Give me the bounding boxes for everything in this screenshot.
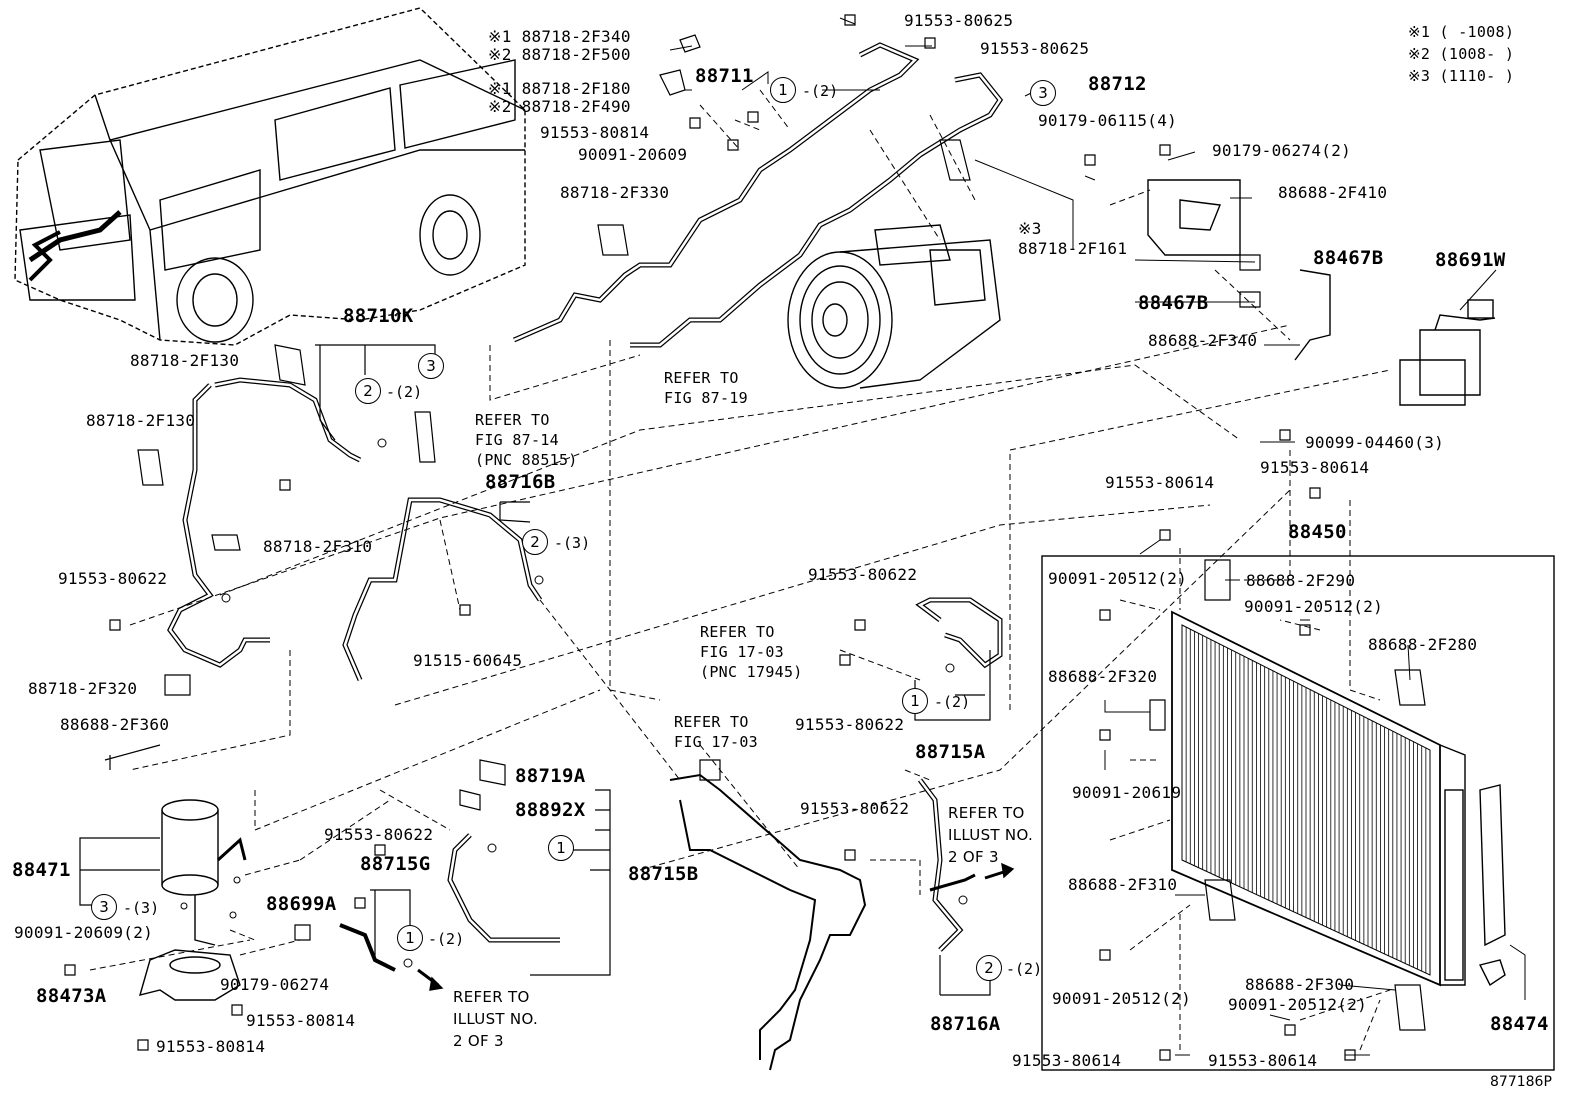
refer-note: REFER TO FIG 17-03 (PNC 17945) (700, 623, 803, 681)
part-label: 90099-04460(3) (1305, 433, 1445, 452)
legend-note-2: ※2 (1008- ) (1408, 45, 1515, 63)
callout-circle: 1 (902, 688, 928, 714)
refer-note: REFER TO ILLUST NO. 2 OF 3 (948, 804, 1034, 866)
part-label: 88688-2F360 (60, 715, 170, 734)
part-label: 88715A (915, 741, 986, 763)
part-label: 88467B (1313, 247, 1384, 269)
part-label: 88450 (1288, 521, 1347, 543)
part-label: 88710K (343, 305, 414, 327)
part-label: 88716B (485, 471, 556, 493)
part-label: 88699A (266, 893, 337, 915)
refer-note: REFER TO FIG 17-03 (674, 713, 758, 751)
part-label: 88688-2F320 (1048, 667, 1158, 686)
part-label: ※2 88718-2F490 (488, 97, 631, 116)
part-label: 90091-20609(2) (14, 923, 154, 942)
part-label: ※1 88718-2F340 (488, 27, 631, 46)
part-label: ※2 88718-2F500 (488, 45, 631, 64)
part-label: ※1 88718-2F180 (488, 79, 631, 98)
figure-id: 877186P (1490, 1074, 1552, 1090)
part-label: 91553-80614 (1208, 1051, 1318, 1070)
part-label: 91553-80614 (1105, 473, 1215, 492)
quantity-label: -(2) (802, 82, 839, 100)
part-label: 88718-2F130 (130, 351, 240, 370)
callout-circle: 2 (976, 955, 1002, 981)
part-label: 90091-20512(2) (1228, 995, 1368, 1014)
part-label: 88688-2F410 (1278, 183, 1388, 202)
part-label: 91553-80622 (800, 799, 910, 818)
condenser-fins (1181, 625, 1431, 975)
part-label: 88718-2F310 (263, 537, 373, 556)
part-label: 88471 (12, 859, 71, 881)
part-label: 88718-2F320 (28, 679, 138, 698)
part-label: 90091-20512(2) (1052, 989, 1192, 1008)
part-label: 90091-20512(2) (1048, 569, 1188, 588)
part-label: 91553-80625 (904, 11, 1014, 30)
legend-note-1: ※1 ( -1008) (1408, 23, 1515, 41)
callout-circle: 1 (770, 77, 796, 103)
part-label: 88715G (360, 853, 431, 875)
compressor-illustration (787, 224, 1001, 389)
part-label: 88712 (1088, 73, 1147, 95)
part-label: 91553-80814 (540, 123, 650, 142)
condenser-illustration (1171, 610, 1506, 987)
part-label: 91553-80622 (324, 825, 434, 844)
part-label: 88716A (930, 1013, 1001, 1035)
receiver-illustration (161, 799, 247, 946)
part-label: 91553-80622 (808, 565, 918, 584)
part-label: 88473A (36, 985, 107, 1007)
part-label: 90091-20512(2) (1244, 597, 1384, 616)
part-label: 88711 (695, 65, 754, 87)
part-label: 91553-80614 (1260, 458, 1370, 477)
part-label: 88688-2F280 (1368, 635, 1478, 654)
part-label: 88688-2F290 (1246, 571, 1356, 590)
part-label: 91553-80814 (156, 1037, 266, 1056)
part-label: 88719A (515, 765, 586, 787)
part-label: 88718-2F330 (560, 183, 670, 202)
part-label: 88691W (1435, 249, 1506, 271)
quantity-label: -(2) (1006, 960, 1043, 978)
refer-note: REFER TO ILLUST NO. 2 OF 3 (453, 988, 539, 1050)
part-label: 88688-2F310 (1068, 875, 1178, 894)
quantity-label: -(3) (554, 534, 591, 552)
callout-circle: 2 (522, 529, 548, 555)
callout-circle: 3 (418, 353, 444, 379)
part-label: 88892X (515, 799, 586, 821)
quantity-label: -(2) (428, 930, 465, 948)
quantity-label: -(3) (123, 899, 160, 917)
part-label: 88688-2F300 (1245, 975, 1355, 994)
callout-circle: 1 (397, 925, 423, 951)
part-label: 88718-2F130 (86, 411, 196, 430)
part-label: 90091-20609 (578, 145, 688, 164)
part-label: ※3 (1018, 219, 1042, 238)
part-label: 91553-80814 (246, 1011, 356, 1030)
part-label: 90179-06274(2) (1212, 141, 1352, 160)
quantity-label: -(2) (386, 383, 423, 401)
part-label: 91553-80622 (58, 569, 168, 588)
callout-circle: 2 (355, 378, 381, 404)
refer-note: REFER TO FIG 87-14 (PNC 88515) (475, 411, 578, 469)
part-label: 91553-80614 (1012, 1051, 1122, 1070)
part-label: 91515-60645 (413, 651, 523, 670)
part-label: 90179-06274 (220, 975, 330, 994)
part-label: 91553-80625 (980, 39, 1090, 58)
part-label: 88715B (628, 863, 699, 885)
van-illustration (14, 7, 526, 346)
part-label: 88718-2F161 (1018, 239, 1128, 258)
part-label: 88467B (1138, 292, 1209, 314)
callout-circle: 3 (91, 894, 117, 920)
part-label: 91553-80622 (795, 715, 905, 734)
legend-note-3: ※3 (1110- ) (1408, 67, 1515, 85)
quantity-label: -(2) (934, 693, 971, 711)
part-label: 90179-06115(4) (1038, 111, 1178, 130)
part-label: 88474 (1490, 1013, 1549, 1035)
callout-circle: 3 (1030, 80, 1056, 106)
callout-circle: 1 (548, 835, 574, 861)
refer-note: REFER TO FIG 87-19 (664, 369, 748, 407)
part-label: 90091-20619 (1072, 783, 1182, 802)
part-label: 88688-2F340 (1148, 331, 1258, 350)
